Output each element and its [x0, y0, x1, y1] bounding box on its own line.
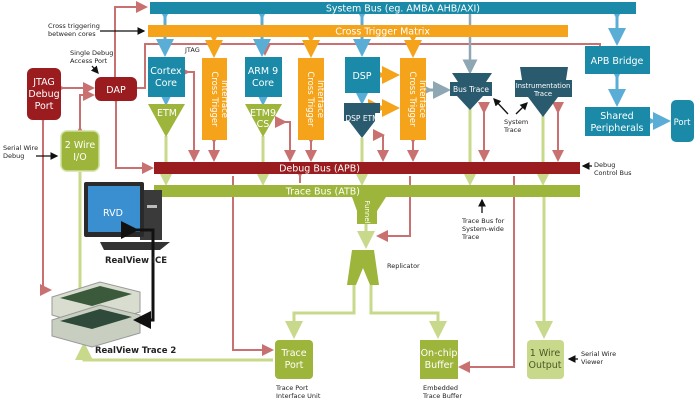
annotations-swv-1-label: Viewer: [581, 358, 603, 366]
bus-trace: Bus Trace: [450, 73, 492, 110]
annotations-system-trace-0-label: System: [504, 118, 528, 126]
blocks-cortex-core-0-label: Cortex: [150, 66, 182, 77]
annotations-realview-trace-label: RealView Trace 2: [95, 346, 176, 356]
blocks-cti-0-label: Cross Trigger: [407, 71, 417, 127]
blocks-shared-periph-0-label: Shared: [600, 111, 633, 122]
realview-trace-hardware: [51, 281, 141, 348]
blocks-etm9-0-label: ETM9: [250, 108, 276, 119]
blocks-two-wire-1-label: I/O: [73, 152, 86, 163]
annotations-cross-triggering-0-label: Cross triggering: [48, 22, 100, 30]
blocks-cti-1-label: Interface: [219, 80, 229, 118]
blocks-cti-0-label: Cross Trigger: [209, 71, 219, 127]
blocks-shared-periph-1-label: Peripherals: [591, 123, 644, 134]
annotations-cross-triggering-1-label: between cores: [48, 30, 96, 38]
blocks-trace-port-1-label: Port: [285, 360, 304, 371]
blocks-port-label: Port: [674, 118, 692, 128]
trace-bus-label: Trace Bus (ATB): [285, 187, 360, 198]
annotations-jtag-label: JTAG: [184, 46, 200, 54]
replicator: [347, 250, 379, 285]
annotations-trace-sys-2-label: Trace: [461, 233, 479, 241]
cross-trigger-matrix-label: Cross Trigger Matrix: [335, 27, 430, 38]
annotations: Cross triggering between cores Single De…: [3, 22, 632, 400]
arm9-core: ARM 9 Core: [245, 57, 282, 97]
blocks-dsp-etm-label: DSP ETM: [345, 114, 378, 123]
pc-hardware-link: [121, 221, 155, 329]
blocks-jtag-port-1-label: Debug: [28, 89, 59, 100]
blocks-bus-trace-label: Bus Trace: [453, 85, 489, 94]
blocks-cti-1-label: Interface: [315, 80, 325, 118]
annotations-tpiu-1-label: Interface Unit: [276, 392, 321, 400]
trace-port: Trace Port: [275, 340, 313, 379]
blocks-onchip-buffer-1-label: Buffer: [425, 360, 454, 371]
annotations-single-debug-0-label: Single Debug: [70, 49, 113, 57]
annotations-trace-sys-0-label: Trace Bus for: [461, 217, 505, 225]
two-wire-io: 2 Wire I/O: [60, 130, 100, 172]
blocks-one-wire-1-label: Output: [529, 360, 562, 371]
etm: ETM: [148, 104, 185, 137]
blocks-jtag-port-2-label: Port: [35, 101, 54, 112]
port-block: Port: [671, 100, 694, 142]
annotations-serial-wire-debug-0-label: Serial Wire: [3, 144, 38, 152]
annotations-tpiu-0-label: Trace Port: [275, 384, 309, 392]
blocks-trace-port-0-label: Trace: [280, 348, 306, 359]
annotations-debug-control-1-label: Control Bus: [594, 169, 632, 177]
blocks-one-wire-0-label: 1 Wire: [530, 348, 561, 359]
cross-trigger-connectors: [205, 25, 422, 117]
cross-trigger-matrix: Cross Trigger Matrix: [148, 25, 568, 38]
rvd-label: RVD: [103, 208, 123, 219]
dap-block: DAP: [95, 77, 137, 101]
shared-peripherals: Shared Peripherals: [585, 107, 650, 136]
trace-bus: Trace Bus (ATB): [154, 185, 580, 198]
annotations-single-debug-1-label: Access Port: [70, 57, 108, 65]
instrumentation-trace: Instrumentation Trace: [515, 67, 572, 117]
blocks-arm9-core-0-label: ARM 9: [248, 66, 278, 77]
blocks-funnel-label: Funnel: [363, 200, 371, 223]
realview-ice-pc: RVD: [84, 182, 170, 250]
blocks-jtag-port-0-label: JTAG: [32, 77, 55, 88]
blocks-dsp-label: DSP: [352, 71, 371, 82]
annotations-serial-wire-debug-1-label: Debug: [3, 152, 24, 160]
system-bus: System Bus (eg. AMBA AHB/AXI): [150, 2, 636, 15]
dsp-etm: DSP ETM: [344, 103, 380, 138]
cross-trigger-interface-3: Cross Trigger Interface: [400, 58, 427, 140]
one-wire-output: 1 Wire Output: [527, 340, 564, 379]
etm9-cs: ETM9 CS: [245, 104, 282, 137]
blocks-arm9-core-1-label: Core: [252, 78, 274, 89]
annotations-etb-0-label: Embedded: [423, 384, 458, 392]
blocks-apb-bridge-label: APB Bridge: [591, 56, 644, 67]
annotations-swv-0-label: Serial Wire: [581, 350, 616, 358]
funnel: Funnel: [352, 197, 386, 224]
annotations-etb-1-label: Trace Buffer: [422, 392, 462, 400]
cross-trigger-interface-2: Cross Trigger Interface: [298, 58, 325, 140]
blocks-instr-trace-1-label: Trace: [533, 90, 552, 98]
blocks-two-wire-0-label: 2 Wire: [65, 140, 96, 151]
debug-bus: Debug Bus (APB): [154, 162, 580, 175]
annotations-realview-ice-label: RealView ICE: [105, 256, 167, 266]
blocks-dap-label: DAP: [106, 85, 126, 96]
cross-trigger-interface-1: Cross Trigger Interface: [202, 58, 229, 140]
blocks-etm-label: ETM: [157, 108, 177, 119]
blocks-onchip-buffer-0-label: On-chip: [421, 348, 458, 359]
blocks-instr-trace-0-label: Instrumentation: [516, 82, 571, 90]
annotations-debug-control-0-label: Debug: [594, 161, 615, 169]
annotations-replicator-label: Replicator: [387, 262, 420, 270]
blocks-cti-1-label: Interface: [417, 80, 427, 118]
dsp: DSP: [345, 57, 380, 93]
annotations-system-trace-1-label: Trace: [503, 126, 521, 134]
system-bus-label: System Bus (eg. AMBA AHB/AXI): [326, 4, 480, 15]
blocks-cortex-core-1-label: Core: [155, 78, 177, 89]
debug-bus-label: Debug Bus (APB): [279, 164, 360, 175]
annotations-trace-sys-1-label: System-wide: [462, 225, 504, 233]
annotation-arrows: [36, 27, 592, 363]
jtag-debug-port: JTAG Debug Port: [27, 68, 61, 120]
blocks-etm9-1-label: CS: [257, 119, 270, 130]
onchip-buffer: On-chip Buffer: [420, 340, 458, 379]
cortex-core: Cortex Core: [148, 57, 185, 97]
apb-bridge: APB Bridge: [585, 46, 650, 74]
blocks-cti-0-label: Cross Trigger: [305, 71, 315, 127]
